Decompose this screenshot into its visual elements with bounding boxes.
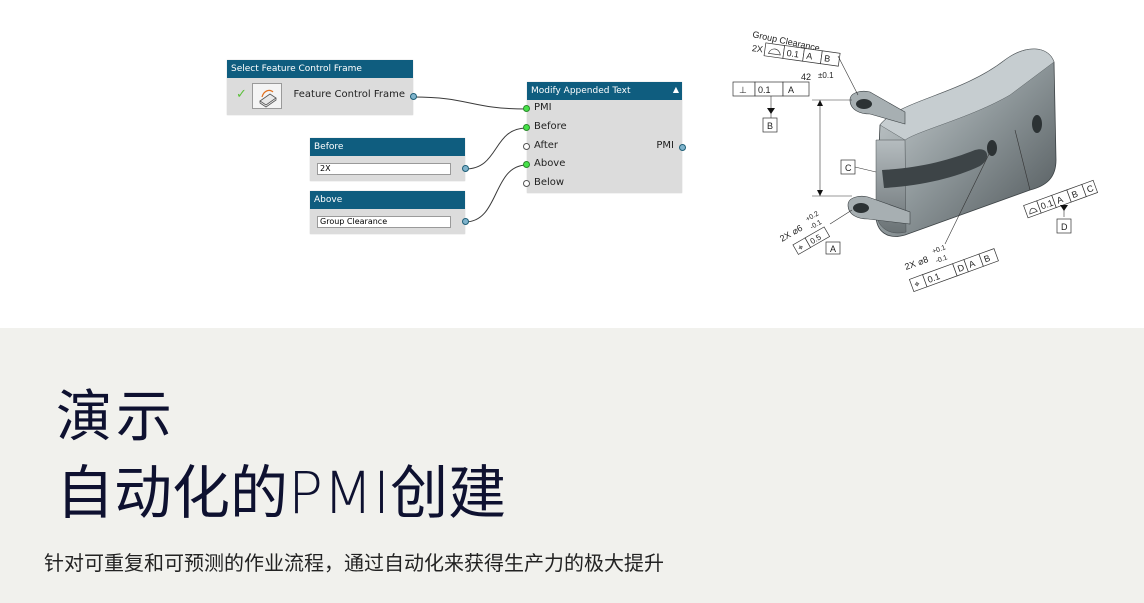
datum-b: B bbox=[767, 121, 773, 131]
fcf-top-datum-a: A bbox=[806, 51, 813, 62]
hole-dia-left: ⌀6 bbox=[790, 223, 804, 237]
page-title-line2: 自动化的PMI创建 bbox=[56, 459, 507, 527]
fcf-top-datum-b: B bbox=[824, 53, 831, 64]
wire-above-to-above bbox=[464, 164, 528, 223]
output-port-pmi[interactable] bbox=[679, 144, 686, 151]
wire-before-to-before bbox=[464, 127, 528, 170]
fcf-top-tolerance: 0.1 bbox=[786, 48, 800, 60]
page-subtitle: 针对可重复和可预测的作业流程，通过自动化来获得生产力的极大提升 bbox=[44, 551, 664, 575]
pmi-part-drawing: Group Clearance 2X 0.1 A B ⊥ 0.1 A B 42 … bbox=[732, 29, 1099, 293]
checkmark-icon: ✓ bbox=[236, 87, 247, 102]
input-label-below: Below bbox=[534, 177, 565, 188]
pos-bottom: 0.1 bbox=[926, 271, 941, 285]
hole-tol-bottom-plus: +0.1 bbox=[931, 244, 946, 255]
svg-text:A: A bbox=[967, 258, 976, 269]
datum-c: C bbox=[845, 163, 852, 173]
node-wires bbox=[412, 96, 528, 223]
node-header: Select Feature Control Frame bbox=[227, 60, 413, 78]
dim-42-tol: ±0.1 bbox=[818, 71, 834, 80]
input-label-after: After bbox=[534, 140, 559, 151]
part-hole-center bbox=[987, 140, 997, 156]
before-input[interactable]: 2X bbox=[317, 163, 451, 175]
part-top-face bbox=[879, 48, 1055, 141]
perp-tolerance: 0.1 bbox=[758, 85, 771, 95]
hole-dia-bottom: ⌀8 bbox=[916, 254, 929, 267]
dim-42: 42 bbox=[801, 72, 811, 82]
input-port-above[interactable] bbox=[523, 161, 530, 168]
hole-callout-left: 2X ⌀6 +0.2 -0.1 ⌖ 0.5 bbox=[778, 210, 831, 255]
input-port-before[interactable] bbox=[523, 124, 530, 131]
node-header: Before bbox=[310, 138, 465, 156]
part-slot bbox=[882, 149, 988, 188]
svg-text:B: B bbox=[982, 253, 991, 264]
ear-hole-bottom bbox=[853, 203, 869, 213]
fcf-top: 2X 0.1 A B bbox=[751, 42, 841, 67]
node-above[interactable]: Above Group Clearance bbox=[310, 191, 469, 234]
node-select-feature-control-frame[interactable]: Select Feature Control Frame ✓ Feature C… bbox=[227, 60, 417, 115]
output-label-feature-control-frame: Feature Control Frame bbox=[293, 89, 405, 100]
profile-right-tol: 0.1 bbox=[1039, 198, 1054, 212]
part-ear-top bbox=[849, 90, 906, 125]
node-modify-appended-text[interactable]: Modify Appended Text ▲ PMI Before After … bbox=[523, 82, 686, 193]
part-ear-bottom bbox=[847, 195, 911, 225]
svg-text:⌖: ⌖ bbox=[796, 242, 805, 253]
output-label-pmi: PMI bbox=[656, 140, 674, 151]
above-input[interactable]: Group Clearance bbox=[317, 216, 451, 228]
node-header: Above bbox=[310, 191, 465, 209]
collapse-icon[interactable]: ▲ bbox=[672, 85, 679, 94]
wire-fcf-to-pmi bbox=[412, 96, 528, 110]
fcf-perpendicularity: ⊥ 0.1 A bbox=[732, 81, 810, 97]
input-label-before: Before bbox=[534, 121, 567, 132]
hole-count-bottom: 2X bbox=[903, 259, 917, 272]
svg-text:C: C bbox=[1085, 183, 1095, 195]
input-port-after[interactable] bbox=[523, 143, 530, 150]
output-port-before[interactable] bbox=[462, 165, 469, 172]
input-label-pmi: PMI bbox=[534, 102, 552, 113]
perp-datum: A bbox=[788, 85, 794, 95]
hole-callout-bottom: 2X ⌀8 +0.1 -0.1 ⌖ 0.1 D A B bbox=[903, 244, 999, 293]
part-hole-right bbox=[1032, 115, 1042, 133]
input-port-pmi[interactable] bbox=[523, 105, 530, 112]
hole-count-left: 2X bbox=[778, 230, 793, 244]
svg-text:A: A bbox=[1055, 194, 1064, 205]
input-port-below[interactable] bbox=[523, 180, 530, 187]
hole-tol-bottom-minus: -0.1 bbox=[935, 254, 949, 265]
fcf-profile-right: 0.1 A B C bbox=[1023, 179, 1099, 219]
svg-text:B: B bbox=[1070, 189, 1079, 200]
fcf-select-icon[interactable] bbox=[252, 83, 282, 109]
page-title-line1: 演示 bbox=[56, 385, 176, 450]
datum-d: D bbox=[1061, 222, 1068, 232]
datum-a: A bbox=[830, 244, 836, 254]
title-band bbox=[0, 328, 1144, 603]
output-port-feature-control-frame[interactable] bbox=[410, 93, 417, 100]
svg-text:⊥: ⊥ bbox=[739, 85, 747, 95]
svg-text:D: D bbox=[956, 262, 966, 274]
node-title: Modify Appended Text bbox=[531, 86, 631, 96]
output-port-above[interactable] bbox=[462, 218, 469, 225]
node-header: Modify Appended Text ▲ bbox=[527, 82, 682, 100]
fcf-top-count: 2X bbox=[751, 43, 763, 54]
svg-text:⌖: ⌖ bbox=[913, 279, 921, 290]
node-before[interactable]: Before 2X bbox=[310, 138, 469, 181]
input-label-above: Above bbox=[534, 158, 566, 169]
ear-hole-top bbox=[856, 99, 872, 109]
